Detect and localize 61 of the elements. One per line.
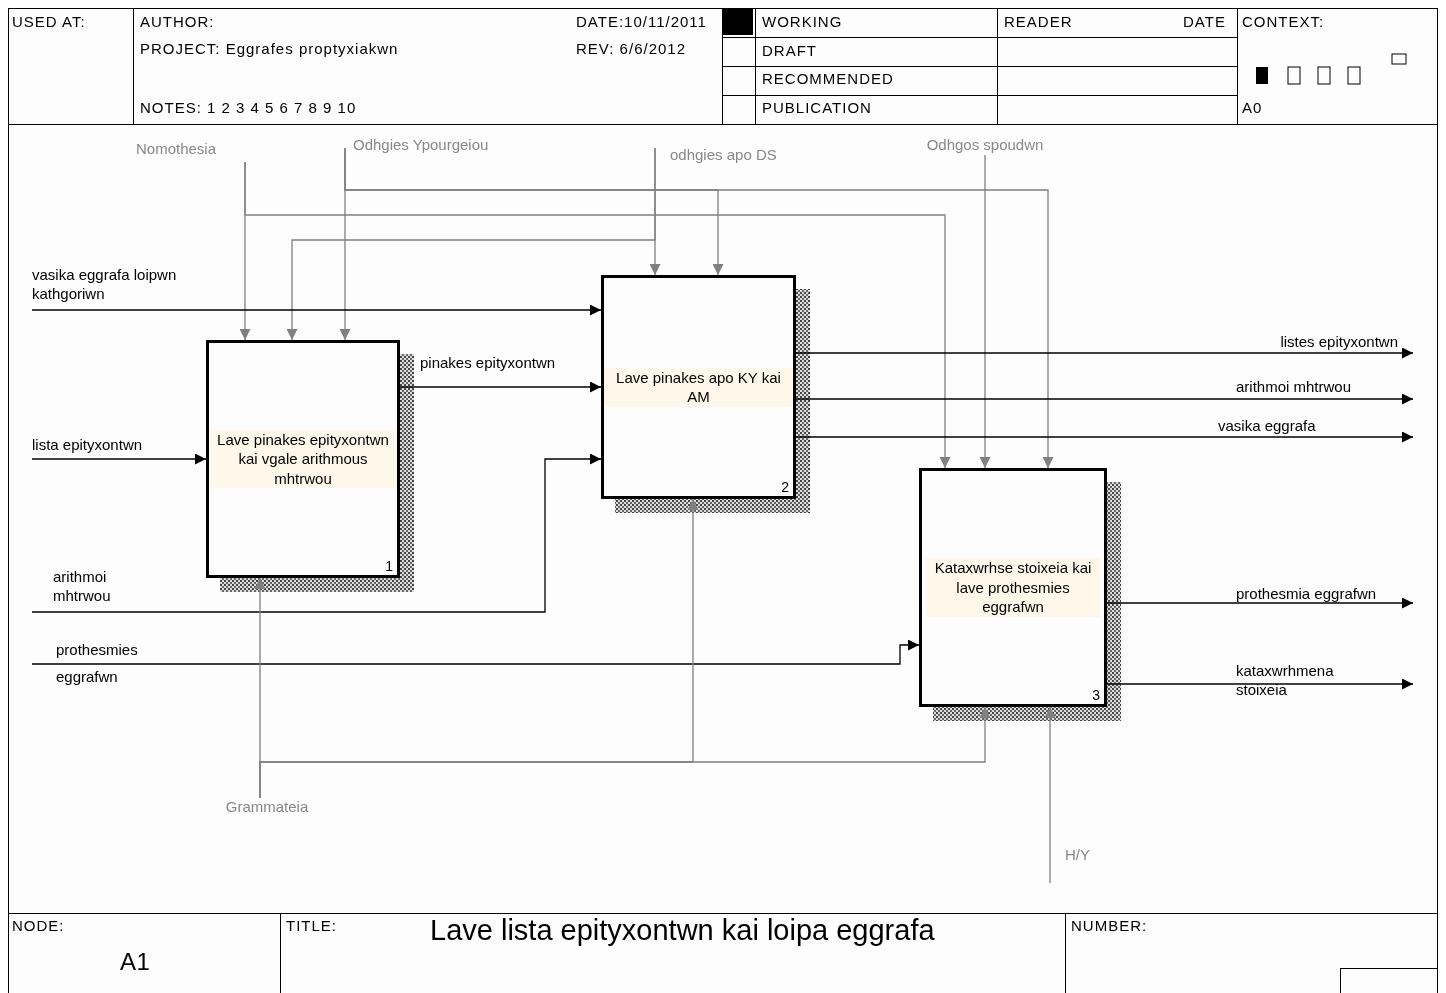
arrow-label: Odhgies Ypourgeiou	[353, 136, 489, 155]
edge-label: kataxwrhmena stoixeia	[1236, 662, 1335, 700]
box-number: 1	[385, 558, 393, 574]
frame-label: AUTHOR:	[140, 13, 215, 31]
frame-label: DRAFT	[762, 42, 817, 60]
edge-label: vasika eggrafa	[1218, 417, 1316, 436]
arrow-label: vasika eggrafa loipwn kathgoriwn	[32, 266, 178, 304]
arrow	[244, 161, 951, 469]
arrow	[1044, 706, 1056, 884]
frame-label: DATE:10/11/2011	[576, 13, 707, 31]
frame-label: A1	[120, 948, 151, 977]
process-label: Lave pinakes apo KY kai AM	[604, 367, 793, 407]
frame-label: CONTEXT:	[1242, 13, 1325, 31]
arrow-label: eggrafwn	[56, 668, 118, 687]
frame-label: A0	[1242, 99, 1263, 117]
edge-label: arithmoi mhtrwou	[1236, 378, 1352, 397]
edge-label: prothesmia eggrafwn	[1236, 585, 1377, 604]
edge-label: listes epityxontwn	[1280, 333, 1398, 352]
frame-label: WORKING	[762, 13, 843, 31]
process-label: Kataxwrhse stoixeia kai lave prothesmies eggrafwn	[926, 558, 1100, 617]
frame-label: PUBLICATION	[762, 99, 872, 117]
frame-label: USED AT:	[12, 13, 86, 31]
frame-label: TITLE:	[286, 917, 337, 935]
process-box	[206, 340, 400, 578]
arrow	[31, 453, 602, 613]
arrow	[344, 147, 1054, 469]
arrow-label: Odhgos spoudwn	[926, 136, 1044, 155]
arrow	[1106, 678, 1414, 690]
frame-label: READER	[1004, 13, 1073, 31]
edge-label: pinakes epityxontwn	[420, 354, 556, 373]
frame-label: NODE:	[12, 917, 65, 935]
arrow	[795, 347, 1414, 359]
process-box	[601, 275, 796, 499]
process-box	[919, 468, 1107, 707]
frame-label: PROJECT: Eggrafes proptyxiakwn	[140, 40, 399, 58]
process-label: Lave pinakes epityxontwn kai vgale arithmous mhtrwou	[209, 429, 397, 489]
frame-label: REV: 6/6/2012	[576, 40, 686, 58]
arrow	[286, 147, 656, 341]
arrow-label: prothesmies	[56, 641, 138, 660]
arrow-label: odhgies apo DS	[670, 146, 777, 165]
arrow-label: lista epityxontwn	[32, 436, 143, 455]
box-number: 3	[1092, 687, 1100, 703]
frame-label: NUMBER:	[1071, 917, 1148, 935]
diagram-title: Lave lista epityxontwn kai loipa eggrafa	[430, 914, 935, 947]
arrow	[259, 706, 991, 799]
frame-label: NOTES: 1 2 3 4 5 6 7 8 9 10	[140, 99, 357, 117]
arrow-label: Nomothesia	[136, 140, 217, 159]
arrow-label: Grammateia	[225, 798, 309, 817]
box-number: 2	[781, 479, 789, 495]
frame-label: DATE	[1183, 13, 1226, 31]
arrow	[31, 639, 920, 665]
arrow	[31, 453, 207, 465]
arrow-label: arithmoi mhtrwou	[53, 568, 112, 606]
arrow	[979, 154, 991, 469]
arrow	[795, 393, 1414, 405]
arrow	[31, 304, 602, 316]
frame-label: RECOMMENDED	[762, 70, 894, 88]
arrow	[1106, 597, 1414, 609]
arrow	[795, 431, 1414, 443]
arrow-label: H/Y	[1065, 846, 1090, 865]
arrow	[399, 381, 602, 393]
